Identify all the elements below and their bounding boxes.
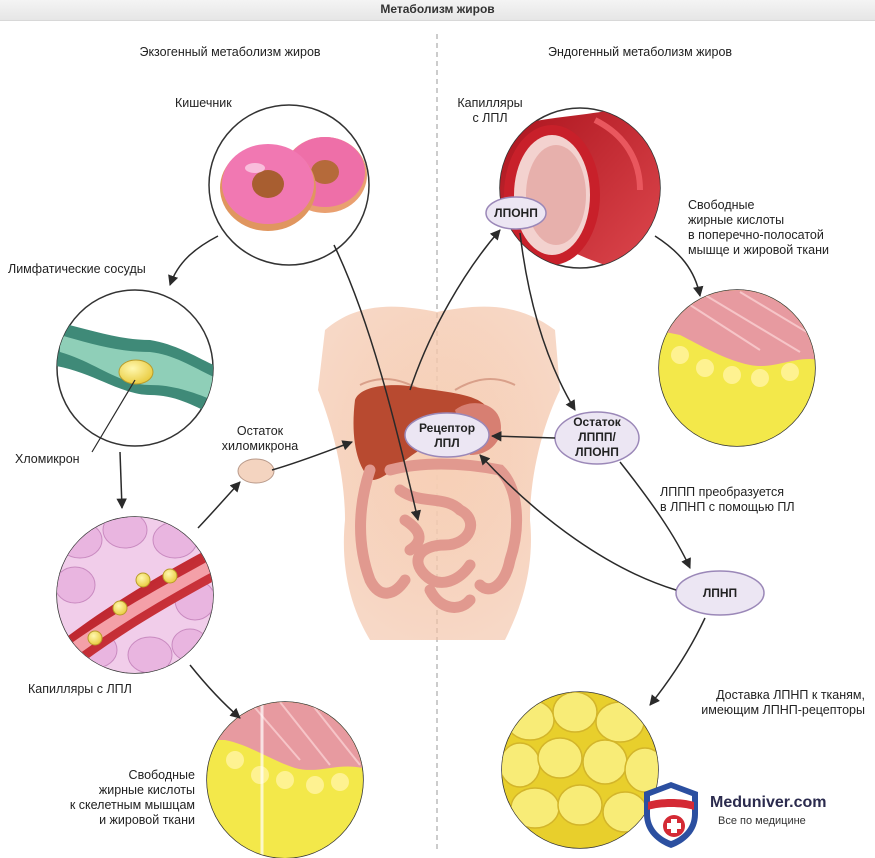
ffa-right-circle [658, 289, 816, 447]
chylomicron-remnant [237, 458, 275, 484]
ffa-left-circle [206, 701, 364, 858]
arrow-ldl-to-receptor [479, 454, 677, 591]
exogenous-heading: Экзогенный метаболизм жиров [139, 45, 321, 59]
capillaries-left-circle [56, 516, 214, 674]
label-idl-convert-2: в ЛПНП с помощью ПЛ [660, 500, 795, 514]
lymph-vessel-circle [56, 289, 214, 447]
label-ldl-delivery-2: имеющим ЛПНП-рецепторы [701, 703, 865, 717]
remnant-pill-label-3: ЛПОНП [575, 445, 619, 459]
meduniver-logo[interactable]: Meduniver.com Все по медицине [640, 780, 870, 850]
vldl-pill-label: ЛПОНП [494, 206, 538, 220]
endogenous-heading: Эндогенный метаболизм жиров [547, 45, 733, 59]
arrow-remnant-to-liver [271, 440, 353, 471]
label-remnant-2: хиломикрона [221, 439, 299, 453]
label-capillaries-right-2: с ЛПЛ [472, 111, 508, 125]
receptor-pill-label-2: ЛПЛ [434, 436, 460, 450]
arrow-intestine-to-lymph [168, 235, 219, 286]
label-chylomicron: Хломикрон [15, 452, 80, 466]
label-ffa-right-2: жирные кислоты [688, 213, 785, 227]
remnant-pill-label-1: Остаток [573, 415, 621, 429]
label-ffa-left-3: к скелетным мышцам [69, 798, 195, 812]
remnant-pill-label-2: ЛППП/ [578, 430, 616, 444]
logo-tagline: Все по медицине [718, 815, 806, 827]
intestine-circle [208, 104, 370, 266]
torso-illustration [318, 306, 560, 640]
label-ffa-left-4: и жировой ткани [99, 813, 195, 827]
label-remnant-1: Остаток [236, 424, 284, 438]
arrow-capillaries-to-ffa [189, 664, 241, 719]
arrow-remnant-to-ldl [619, 461, 691, 569]
pointer-chylomicron [91, 379, 136, 453]
label-ffa-right-4: мышце и жировой ткани [688, 243, 829, 257]
diagram-title: Метаболизм жиров [380, 2, 495, 16]
label-capillaries-right-1: Капилляры [457, 96, 523, 110]
arrow-liver-to-vldl [409, 229, 501, 391]
vldl-pill [485, 196, 547, 230]
capillaries-right-circle [499, 107, 661, 269]
label-ffa-left-1: Свободные [128, 768, 195, 782]
adipose-tissue-circle [501, 691, 659, 849]
label-lymph-vessels: Лимфатические сосуды [8, 262, 146, 276]
arrow-lymph-to-capillaries [116, 451, 127, 510]
intestines [355, 458, 523, 613]
title-bar [0, 0, 875, 21]
arrow-ldl-to-tissue [649, 617, 706, 706]
arrow-vldl-to-remnant [519, 232, 576, 411]
arrow-intestine-to-gut [333, 244, 421, 522]
arrow-capillaries-to-remnant [197, 481, 241, 529]
label-ffa-right-3: в поперечно-полосатой [688, 228, 824, 242]
receptor-pill-label-1: Рецептор [418, 421, 476, 435]
label-ldl-delivery-1: Доставка ЛПНП к тканям, [716, 688, 865, 702]
shield-icon [644, 782, 698, 848]
receptor-lpl-pill [404, 412, 490, 458]
logo-name: Meduniver.com [710, 794, 827, 811]
label-ffa-left-2: жирные кислоты [98, 783, 195, 797]
label-intestine: Кишечник [175, 96, 232, 110]
label-capillaries-left: Капилляры с ЛПЛ [28, 682, 132, 696]
ldl-pill [675, 570, 765, 616]
label-ffa-right-1: Свободные [688, 198, 755, 212]
ldl-pill-label: ЛПНП [702, 586, 738, 600]
arrow-remnant-to-receptor [490, 431, 556, 442]
label-idl-convert-1: ЛППП преобразуется [660, 485, 785, 499]
arrow-vessel-to-ffa [654, 235, 704, 298]
